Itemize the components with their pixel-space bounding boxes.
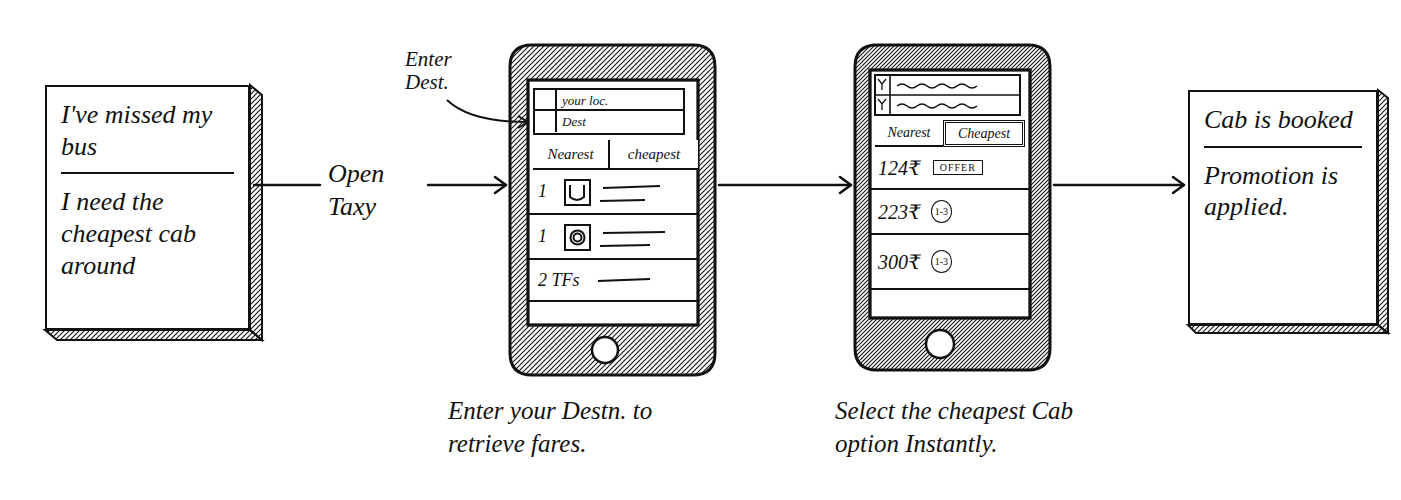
tab: Nearest xyxy=(533,140,610,170)
tab-selected: Cheapest xyxy=(943,120,1025,147)
arrow-line xyxy=(495,177,506,193)
node-text: cheapest xyxy=(628,146,680,163)
callout-label: Enter Dest. xyxy=(405,48,479,94)
arrow-line xyxy=(719,184,851,187)
edge-label: Open Taxy xyxy=(328,158,420,223)
filled-input xyxy=(875,75,1020,115)
cab-icon xyxy=(565,180,590,205)
card-depth xyxy=(45,330,262,340)
phone-body xyxy=(528,80,698,325)
fare-row: 300₹ 1-3 xyxy=(870,235,1030,290)
fare-row: 124₹ OFFER xyxy=(870,147,1030,190)
node-text: Nearest xyxy=(547,146,593,163)
cab-icon xyxy=(571,231,585,245)
node-text: Cheapest xyxy=(958,126,1010,142)
phone-mockup: Enter your Destn. to retrieve fares.your… xyxy=(510,45,715,375)
node-text: Dest xyxy=(535,111,683,132)
node-text: I need the cheapest cab around xyxy=(61,186,234,281)
node-text: 1 xyxy=(538,226,547,247)
node-text: I've missed my bus xyxy=(61,99,234,174)
text-placeholder xyxy=(598,279,650,281)
tab: Nearest xyxy=(875,120,943,147)
phone-body xyxy=(592,337,618,363)
filled-input xyxy=(878,99,886,110)
caption-text: Enter your Destn. to retrieve fares. xyxy=(448,395,676,460)
text-placeholder xyxy=(600,200,645,201)
phone-body xyxy=(870,70,1030,318)
seat-badge: 1-3 xyxy=(931,200,952,223)
fare-row: 2 TFs xyxy=(528,260,698,302)
arrow-line xyxy=(840,177,851,193)
node-text: 300₹ xyxy=(878,250,921,274)
flow-arrow xyxy=(1054,177,1184,193)
leader-line xyxy=(447,100,528,128)
cab-icon xyxy=(565,180,590,250)
cab-icon xyxy=(565,225,590,250)
node-text: 223₹ xyxy=(878,200,921,224)
text-placeholder xyxy=(600,245,650,246)
leader-line xyxy=(518,116,528,128)
phone-body xyxy=(510,45,1050,375)
phone-body xyxy=(510,45,715,375)
node-text: 124₹ xyxy=(878,156,921,180)
node-text: Promotion is applied. xyxy=(1204,160,1362,223)
node-text: 1 xyxy=(538,181,547,202)
tab: cheapest xyxy=(610,140,698,170)
location-input: your loc.Dest xyxy=(533,88,685,135)
filled-input xyxy=(875,75,1020,115)
cab-icon xyxy=(574,234,582,242)
caption-text: Select the cheapest Cab option Instantly… xyxy=(835,395,1075,460)
offer-badge: OFFER xyxy=(933,160,983,175)
arrow-line xyxy=(254,184,320,187)
seat-badge: 1-3 xyxy=(931,250,952,273)
card-depth xyxy=(250,85,262,340)
phone-body xyxy=(855,45,1050,370)
scenario-card: I've missed my bus I need the cheapest ca… xyxy=(45,85,250,330)
outcome-card: Cab is bookedPromotion is applied. xyxy=(1188,90,1378,325)
phone-mockup: Select the cheapest Cab option Instantly… xyxy=(855,45,1050,370)
node-text: 2 TFs xyxy=(538,270,580,291)
fare-row: 1 xyxy=(528,215,698,260)
cab-icon xyxy=(570,185,584,200)
text-placeholder xyxy=(603,232,665,233)
card-depth xyxy=(1378,90,1388,333)
phone-body xyxy=(926,330,954,358)
filled-input xyxy=(875,75,1020,115)
fare-row: 223₹ 1-3 xyxy=(870,190,1030,235)
arrow-line xyxy=(428,184,506,187)
node-text: Nearest xyxy=(887,125,930,141)
node-text: Cab is booked xyxy=(1204,104,1362,148)
text-placeholder xyxy=(598,186,665,281)
arrow-line xyxy=(1054,184,1184,187)
node-text: your loc. xyxy=(535,90,683,111)
fare-row: 1 xyxy=(528,170,698,215)
arrow-line xyxy=(1173,177,1184,193)
card-depth xyxy=(1188,325,1388,333)
filled-input xyxy=(897,104,977,108)
filled-input xyxy=(878,79,886,90)
text-placeholder xyxy=(603,186,660,188)
filled-input xyxy=(897,84,977,88)
flow-arrow xyxy=(719,177,851,193)
leader-line xyxy=(447,100,527,122)
